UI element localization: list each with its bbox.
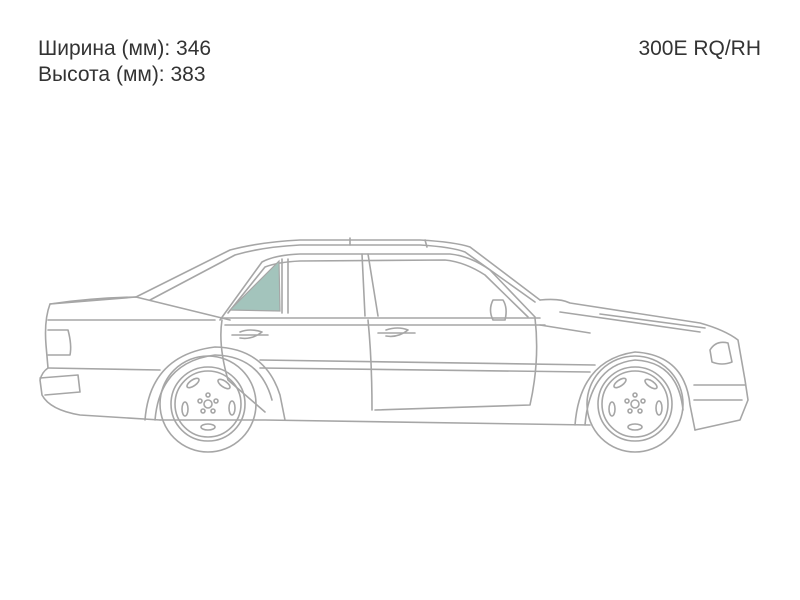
dimensions-block: Ширина (мм): 346 Высота (мм): 383 [38, 36, 211, 88]
car-body-outline [39, 237, 749, 431]
rear-wheel [159, 355, 257, 453]
model-label: 300E RQ/RH [638, 37, 761, 60]
front-wheel [586, 355, 684, 453]
width-label: Ширина (мм): 346 [38, 37, 212, 60]
height-label: Высота (мм): 383 [38, 63, 206, 86]
highlighted-quarter-glass [228, 259, 281, 312]
